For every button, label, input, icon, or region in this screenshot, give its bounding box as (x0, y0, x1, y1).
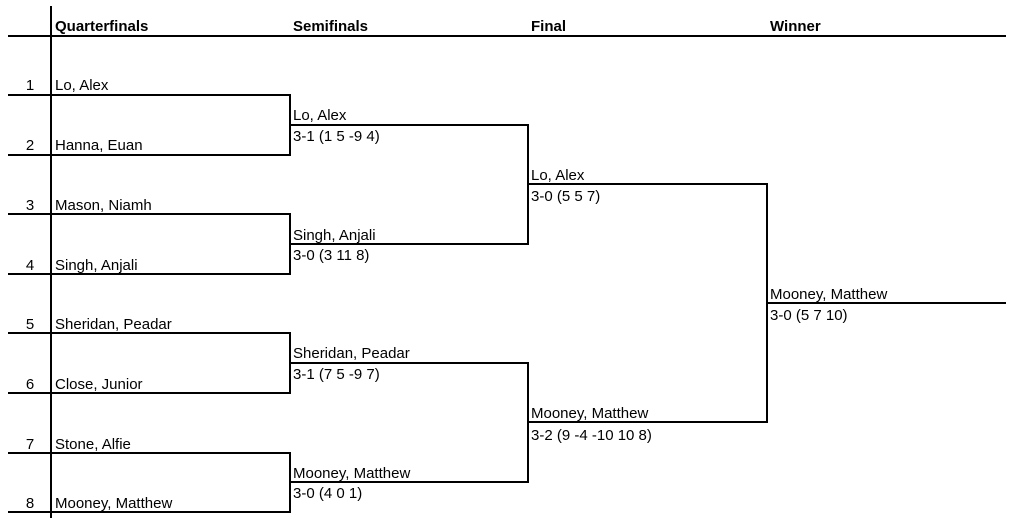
sf-line (289, 362, 529, 364)
final-match-score: 3-0 (5 5 7) (531, 188, 601, 205)
qf-line (8, 94, 290, 96)
seed-number: 7 (25, 436, 35, 453)
qf-player-name: Singh, Anjali (55, 257, 138, 274)
sf-line (289, 124, 529, 126)
final-player-name: Mooney, Matthew (531, 405, 649, 422)
qf-player-name: Sheridan, Peadar (55, 316, 172, 333)
sf-match-score: 3-0 (4 0 1) (293, 485, 363, 502)
sf-line (289, 243, 529, 245)
qf-player-name: Hanna, Euan (55, 137, 143, 154)
seed-number: 2 (25, 137, 35, 154)
qf-line (8, 511, 290, 513)
qf-player-name: Lo, Alex (55, 77, 109, 94)
seed-number: 6 (25, 376, 35, 393)
final-line (527, 421, 768, 423)
seed-number: 4 (25, 257, 35, 274)
seed-number: 5 (25, 316, 35, 333)
winner-match-score: 3-0 (5 7 10) (770, 307, 848, 324)
final-player-name: Lo, Alex (531, 167, 585, 184)
header-semifinals: Semifinals (293, 18, 369, 35)
seed-number: 3 (25, 197, 35, 214)
qf-player-name: Mason, Niamh (55, 197, 152, 214)
winner-line (766, 302, 1006, 304)
qf-line (8, 392, 290, 394)
sf-player-name: Singh, Anjali (293, 227, 376, 244)
sf-line (289, 481, 529, 483)
final-line (527, 183, 768, 185)
header-quarterfinals: Quarterfinals (55, 18, 149, 35)
final-match-score: 3-2 (9 -4 -10 10 8) (531, 427, 652, 444)
qf-line (8, 273, 290, 275)
sf-player-name: Lo, Alex (293, 107, 347, 124)
qf-player-name: Close, Junior (55, 376, 143, 393)
seed-number: 1 (25, 77, 35, 94)
sf-player-name: Mooney, Matthew (293, 465, 411, 482)
sf-player-name: Sheridan, Peadar (293, 345, 410, 362)
header-final: Final (531, 18, 567, 35)
qf-player-name: Stone, Alfie (55, 436, 131, 453)
qf-line (8, 213, 290, 215)
qf-line (8, 452, 290, 454)
header-winner: Winner (770, 18, 821, 35)
winner-name: Mooney, Matthew (770, 286, 888, 303)
seed-number: 8 (25, 495, 35, 512)
sf-match-score: 3-1 (7 5 -9 7) (293, 366, 380, 383)
bracket-left-axis (50, 6, 52, 518)
qf-line (8, 332, 290, 334)
qf-line (8, 154, 290, 156)
qf-player-name: Mooney, Matthew (55, 495, 173, 512)
header-rule (8, 35, 1006, 37)
sf-match-score: 3-0 (3 11 8) (293, 247, 370, 264)
sf-match-score: 3-1 (1 5 -9 4) (293, 128, 380, 145)
